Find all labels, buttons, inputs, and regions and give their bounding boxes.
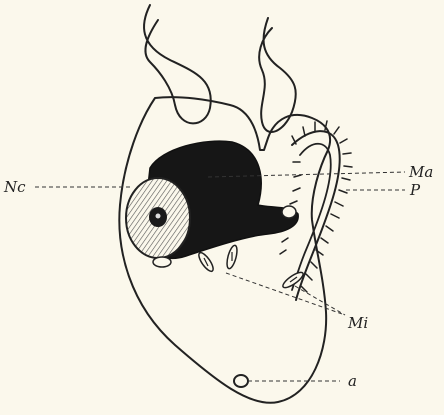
label-p: P xyxy=(409,181,421,199)
micronuclei xyxy=(196,244,305,290)
mi-leader-2 xyxy=(295,286,345,315)
left-oral-lobe xyxy=(144,5,211,123)
label-nc: Nc xyxy=(3,178,26,196)
mi-leader-1 xyxy=(226,273,345,315)
label-ma: Ma xyxy=(408,163,433,181)
label-mi: Mi xyxy=(347,314,368,332)
macronucleus-knob xyxy=(153,257,171,267)
anal-pore xyxy=(234,375,248,387)
label-a: a xyxy=(348,372,357,390)
